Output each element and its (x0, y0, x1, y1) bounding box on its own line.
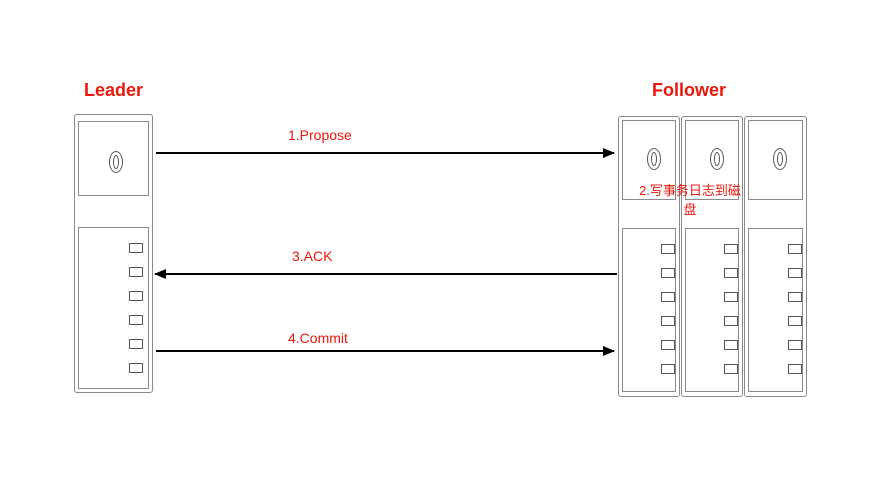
drive-slot-icon (724, 292, 738, 302)
drive-slot-icon (129, 339, 143, 349)
propose-label: 1.Propose (288, 127, 352, 143)
leader-server (74, 114, 153, 393)
leader-bottom-panel (78, 227, 149, 389)
disk-icon (647, 148, 661, 170)
drive-slot-icon (129, 243, 143, 253)
ack-label: 3.ACK (292, 248, 333, 264)
drive-slot-icon (661, 316, 675, 326)
drive-slot-icon (788, 364, 802, 374)
drive-slot-icon (788, 268, 802, 278)
drive-slot-icon (661, 340, 675, 350)
disk-icon (109, 151, 123, 173)
leader-top-panel (78, 121, 149, 196)
drive-slot-icon (724, 316, 738, 326)
disk-icon (773, 148, 787, 170)
commit-label: 4.Commit (288, 330, 348, 346)
drive-slot-icon (724, 244, 738, 254)
drive-slot-icon (129, 363, 143, 373)
write-log-label: 2.写事务日志到磁盘 (639, 183, 741, 217)
disk-icon (710, 148, 724, 170)
drive-slot-icon (661, 364, 675, 374)
drive-slot-icon (788, 316, 802, 326)
follower-server-1 (618, 116, 680, 397)
leader-label: Leader (84, 80, 144, 100)
drive-slot-icon (129, 291, 143, 301)
drive-slot-icon (661, 292, 675, 302)
follower-top-panel (748, 120, 803, 200)
drive-slot-icon (788, 244, 802, 254)
follower-top-panel (685, 120, 739, 200)
follower-bottom-panel (748, 228, 803, 392)
drive-slot-icon (129, 315, 143, 325)
follower-server-3 (744, 116, 807, 397)
follower-top-panel (622, 120, 676, 200)
follower-label: Follower (652, 80, 727, 100)
drive-slot-icon (788, 340, 802, 350)
drive-slot-icon (129, 267, 143, 277)
drive-slot-icon (661, 244, 675, 254)
drive-slot-icon (724, 364, 738, 374)
drive-slot-icon (661, 268, 675, 278)
drive-slot-icon (788, 292, 802, 302)
follower-bottom-panel (685, 228, 739, 392)
drive-slot-icon (724, 268, 738, 278)
drive-slot-icon (724, 340, 738, 350)
follower-server-2 (681, 116, 743, 397)
follower-bottom-panel (622, 228, 676, 392)
